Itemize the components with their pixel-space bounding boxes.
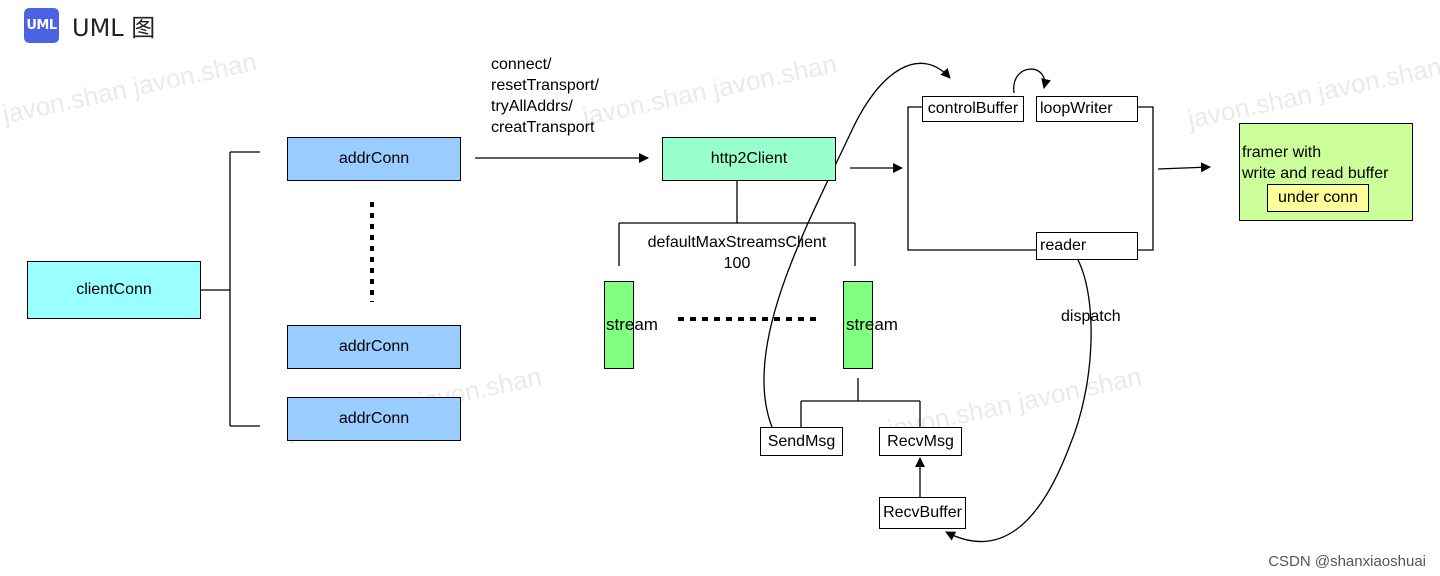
- recv-msg-box: RecvMsg: [879, 427, 962, 456]
- addr-conn-label: addrConn: [338, 410, 410, 427]
- client-conn-box: clientConn: [27, 261, 201, 319]
- send-msg-label: SendMsg: [767, 432, 836, 450]
- addr-conn-box: addrConn: [287, 397, 461, 441]
- page-title: UML 图: [72, 13, 156, 42]
- max-streams-label-line: 100: [723, 255, 751, 272]
- http2-client-label: http2Client: [710, 150, 788, 167]
- reader-label: reader: [1040, 237, 1087, 254]
- recv-buffer-box: RecvBuffer: [879, 497, 966, 529]
- transport-label-line: creatTransport: [491, 119, 595, 136]
- send-msg-box: SendMsg: [760, 427, 843, 456]
- stream-bar: [604, 281, 634, 369]
- framer-box: framer with write and read buffer: [1239, 123, 1413, 221]
- transport-label: connect/ resetTransport/ tryAllAddrs/ cr…: [491, 54, 599, 138]
- http2-client-box: http2Client: [662, 137, 836, 181]
- transport-label-line: resetTransport/: [491, 77, 599, 94]
- footer-credit: CSDN @shanxiaoshuai: [1268, 553, 1426, 570]
- uml-icon: UML: [24, 7, 59, 43]
- loop-writer-self-loop: [1013, 68, 1051, 94]
- framer-label-line: framer with: [1242, 144, 1322, 161]
- reader-box: reader: [1036, 232, 1138, 260]
- under-conn-label: under conn: [1277, 189, 1359, 206]
- max-streams-label-line: defaultMaxStreamsClient: [647, 234, 827, 251]
- dispatch-curve: [945, 259, 1092, 543]
- addr-conn-label: addrConn: [338, 338, 410, 355]
- addr-conn-box: addrConn: [287, 137, 461, 181]
- control-buffer-label: controlBuffer: [927, 100, 1019, 117]
- framer-arrow: [1157, 162, 1211, 173]
- recv-msg-label: RecvMsg: [887, 432, 954, 450]
- control-buffer-box: controlBuffer: [922, 96, 1024, 122]
- transport-label-line: connect/: [491, 56, 552, 73]
- transport-label-line: tryAllAddrs/: [491, 98, 573, 115]
- under-conn-box: under conn: [1267, 184, 1369, 212]
- diagram-header: UML UML 图: [24, 7, 155, 43]
- dispatch-label: dispatch: [1061, 308, 1121, 325]
- loop-writer-box: loopWriter: [1036, 96, 1138, 122]
- stream-label: stream: [606, 315, 658, 334]
- addr-conn-label: addrConn: [338, 150, 410, 167]
- addr-conn-box: addrConn: [287, 325, 461, 369]
- stream-label: stream: [846, 315, 898, 334]
- stream-bar: [843, 281, 873, 369]
- max-streams-label: defaultMaxStreamsClient 100: [640, 232, 834, 274]
- recv-buffer-label: RecvBuffer: [883, 504, 962, 521]
- send-msg-curve: [763, 62, 951, 428]
- client-conn-label: clientConn: [76, 281, 152, 298]
- framer-label-line: write and read buffer: [1242, 165, 1389, 182]
- loop-writer-label: loopWriter: [1040, 100, 1113, 117]
